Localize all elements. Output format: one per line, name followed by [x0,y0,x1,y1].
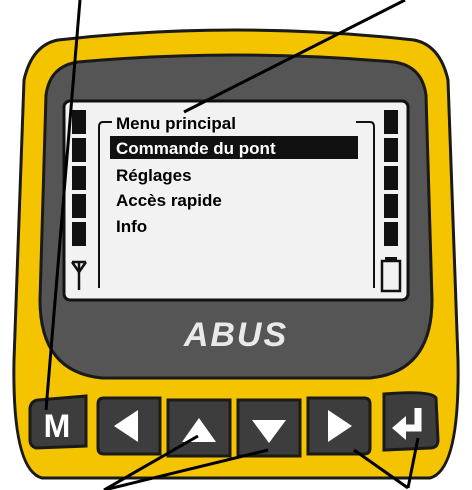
arrow-right-icon [328,410,352,442]
menu-item-label: Réglages [116,166,192,185]
arrow-left-icon [114,410,138,442]
left-button[interactable] [96,396,162,456]
menu-title: Menu principal [116,114,236,133]
antenna-icon [70,260,88,290]
menu-item-label: Accès rapide [116,191,222,210]
menu-item-commande-du-pont[interactable]: Commande du pont [116,139,276,158]
arrow-up-icon [182,418,216,442]
menu-item-label: Info [116,217,147,236]
menu-button[interactable]: M [28,394,88,450]
menu-item-info[interactable]: Info [116,217,147,236]
left-signal-bars [72,110,86,246]
down-button[interactable] [236,398,302,458]
callout-lines [44,0,420,490]
enter-return-icon [392,408,422,440]
menu-item-acces-rapide[interactable]: Accès rapide [116,191,222,210]
menu-frame [98,121,375,288]
right-level-bars [384,110,398,246]
brand-logo: ABUS [183,316,288,354]
battery-icon [380,257,402,293]
enter-button[interactable] [382,391,440,452]
right-button[interactable] [306,396,372,456]
menu-button-label: M [44,408,71,444]
menu-selection-highlight [110,136,358,159]
menu-item-reglages[interactable]: Réglages [116,166,192,185]
arrow-down-icon [252,420,286,443]
menu-item-label: Commande du pont [116,139,276,158]
